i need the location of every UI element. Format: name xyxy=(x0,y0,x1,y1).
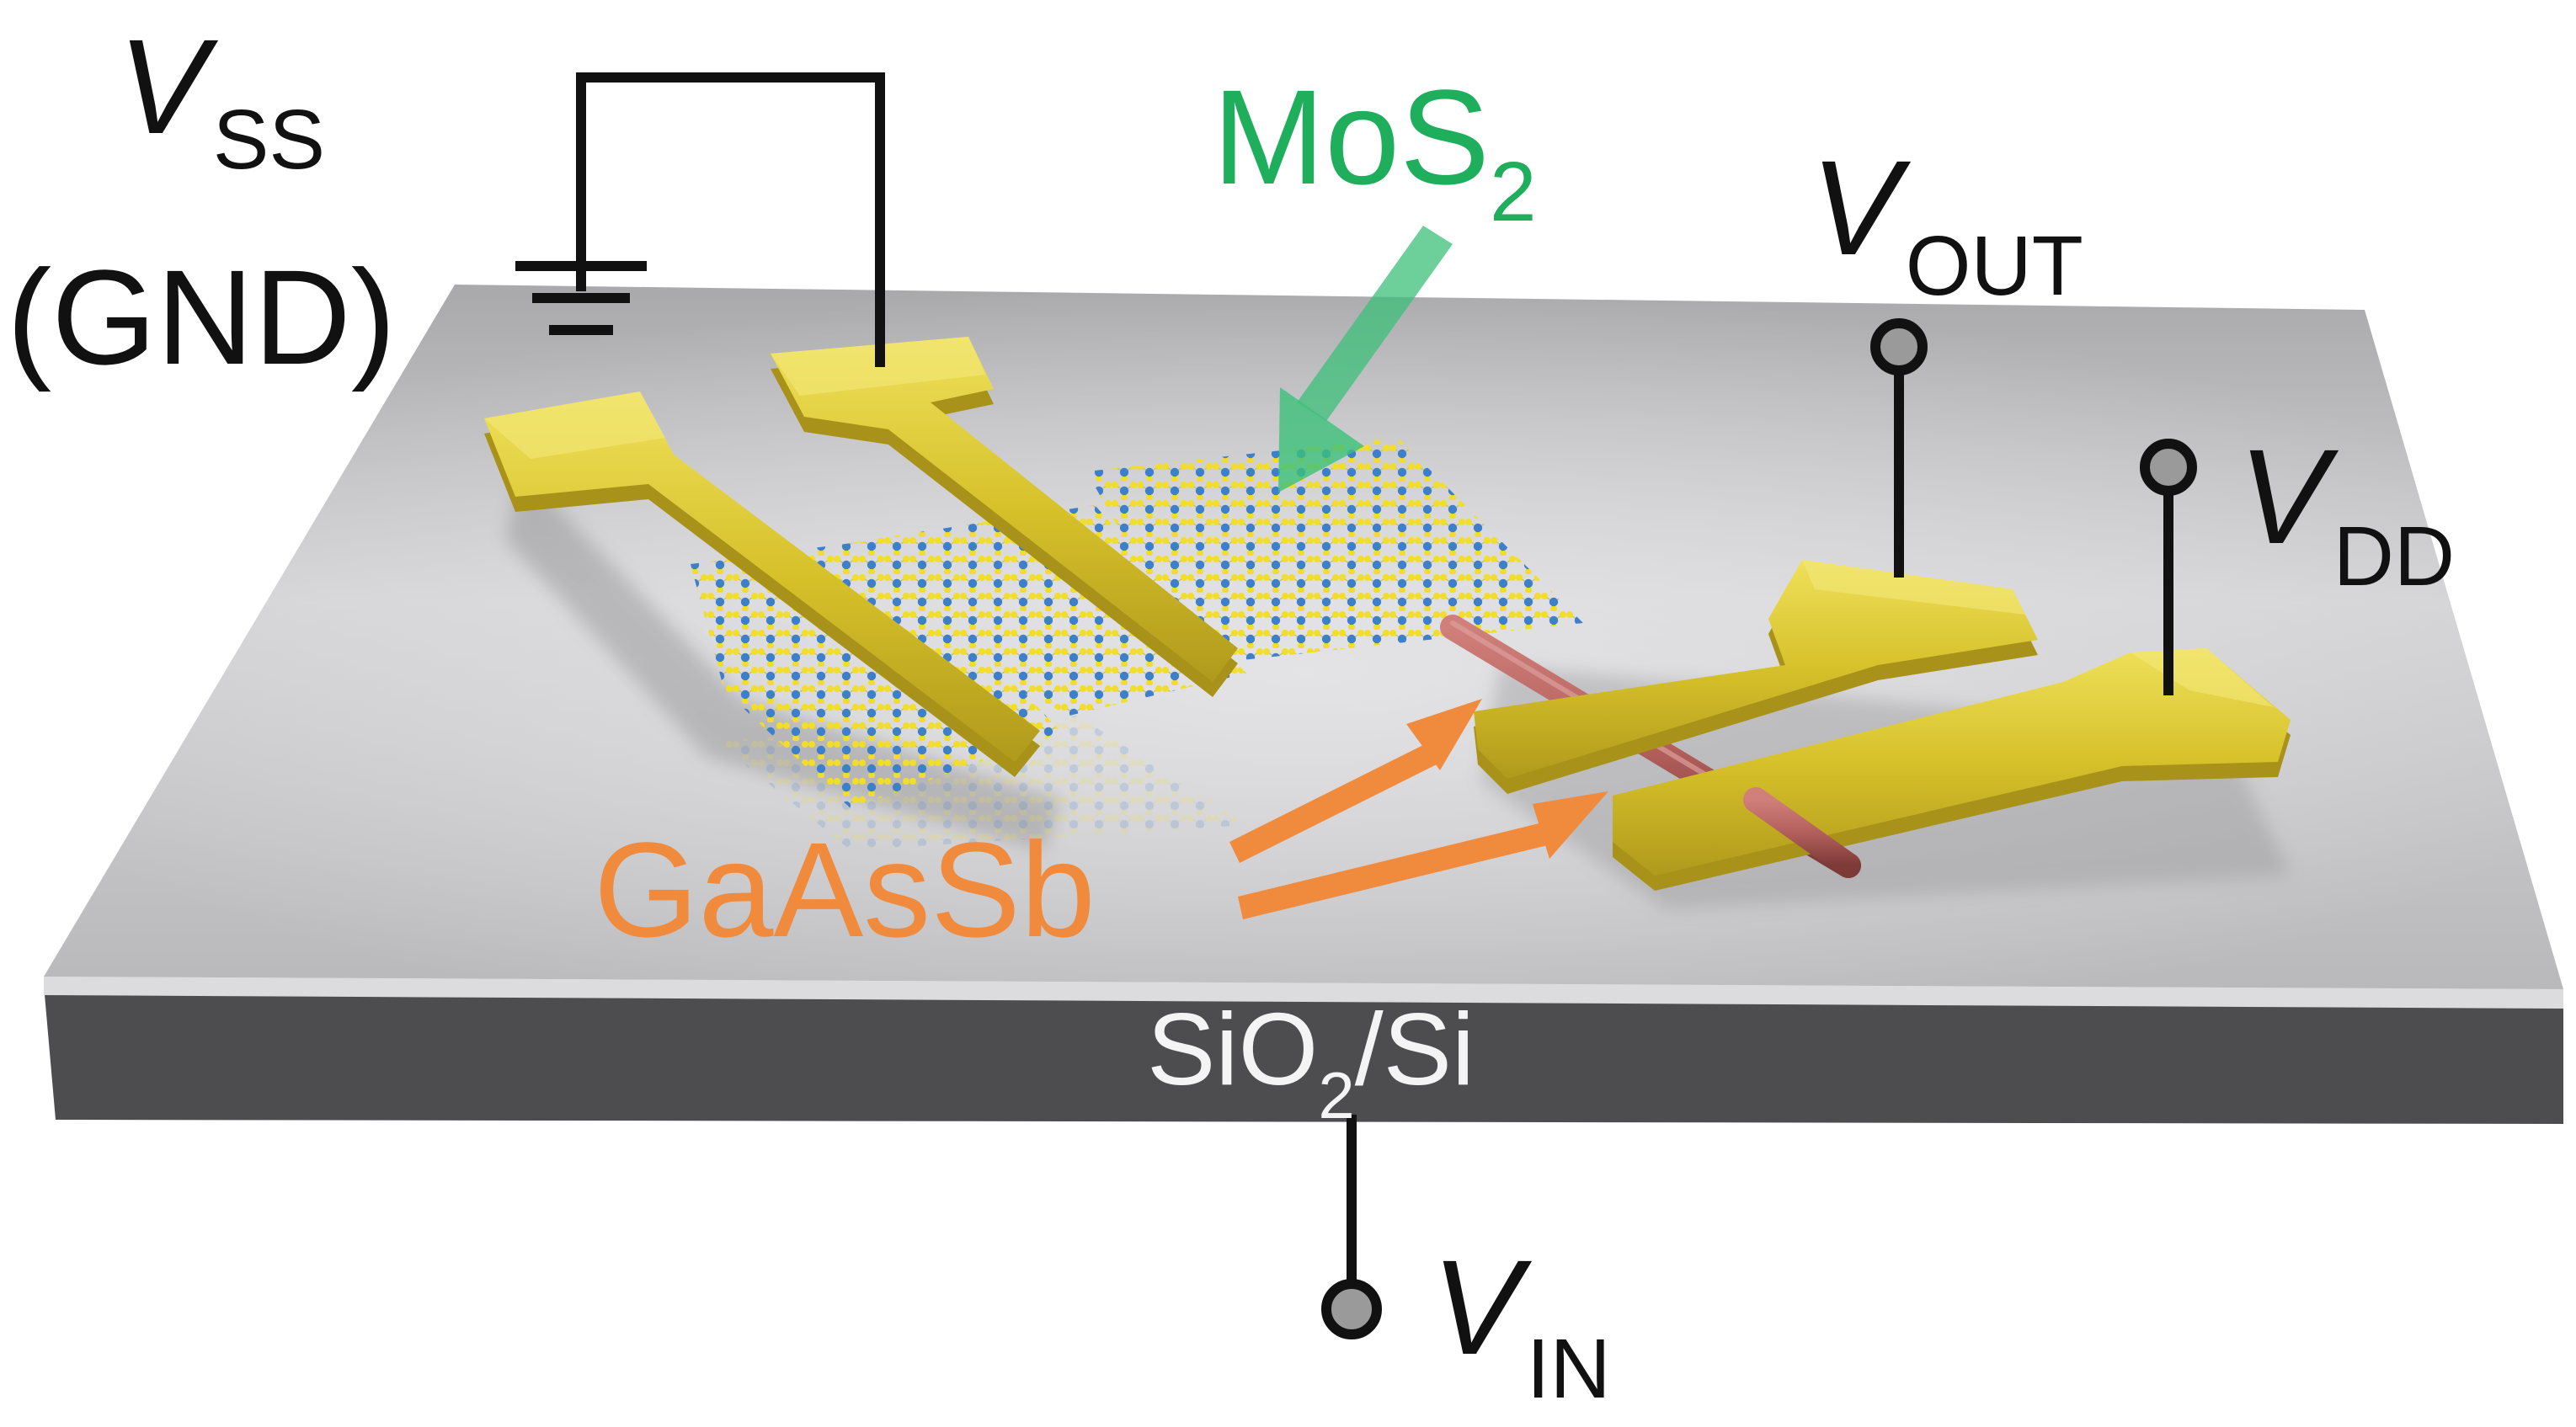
vin-terminal-icon xyxy=(1321,1279,1382,1339)
vdd-label: VDD xyxy=(2238,421,2455,604)
vout-label: VOUT xyxy=(1811,132,2083,313)
gnd-label: (GND) xyxy=(7,242,396,392)
left-electrodes xyxy=(484,337,1238,777)
substrate-edge-highlight xyxy=(44,977,2563,1009)
terminals xyxy=(1321,318,2197,1339)
vss-label: VSS xyxy=(118,11,325,187)
substrate-front-face xyxy=(44,985,2563,1124)
circuit-wires xyxy=(576,72,2173,1285)
vout-terminal-icon xyxy=(1870,318,1928,375)
gaassb-arrow-1-icon xyxy=(1229,699,1482,863)
substrate-label: SiO2/Si xyxy=(1147,992,1475,1132)
vin-label: VIN xyxy=(1432,1232,1611,1416)
vdd-terminal-icon xyxy=(2140,439,2197,496)
labels: VSS (GND) MoS2 VOUT VDD GaAsSb SiO2/Si V… xyxy=(7,11,2455,1416)
gaassb-arrow-2-icon xyxy=(1238,791,1608,919)
gold-electrode-1 xyxy=(484,391,1040,777)
mos2-label: MoS2 xyxy=(1213,61,1537,239)
gaassb-label: GaAsSb xyxy=(594,814,1096,965)
mos2-arrow-icon xyxy=(1278,226,1453,493)
vss-wire xyxy=(576,72,885,367)
gaassb-nanowire-front xyxy=(1743,787,1861,878)
ground-symbol-icon xyxy=(515,261,647,335)
gold-electrode-3 xyxy=(1474,560,2038,794)
mos2-flake-back xyxy=(1086,438,1583,665)
label-arrows xyxy=(1229,226,1608,919)
